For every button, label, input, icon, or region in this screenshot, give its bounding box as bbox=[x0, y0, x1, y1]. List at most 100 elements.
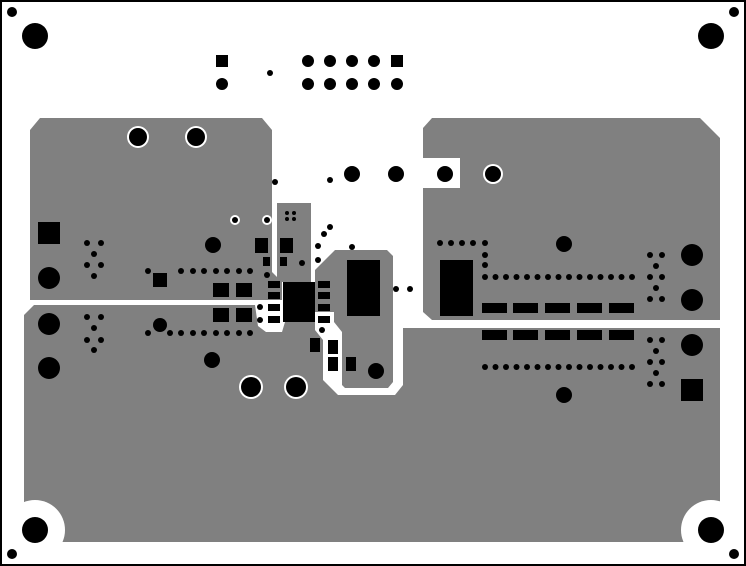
through-hole-pad bbox=[204, 352, 220, 368]
via bbox=[524, 274, 530, 280]
smd-pad bbox=[280, 238, 293, 253]
pour-top-left bbox=[30, 118, 282, 300]
via bbox=[213, 330, 219, 336]
via bbox=[659, 252, 665, 258]
through-hole-pad bbox=[437, 166, 453, 182]
via bbox=[576, 274, 583, 280]
via bbox=[587, 274, 593, 280]
through-hole-pad bbox=[388, 166, 404, 182]
smd-pad bbox=[513, 330, 538, 340]
via bbox=[524, 364, 530, 370]
through-hole-pad bbox=[187, 128, 205, 146]
via bbox=[659, 381, 665, 387]
via bbox=[393, 286, 399, 292]
via bbox=[299, 260, 305, 266]
via bbox=[167, 330, 173, 336]
smd-pad bbox=[328, 357, 338, 371]
via bbox=[264, 217, 270, 223]
via bbox=[98, 262, 104, 268]
smd-pad bbox=[545, 303, 570, 313]
smd-pad bbox=[513, 303, 538, 313]
ic-pin bbox=[318, 292, 330, 299]
ic-pin bbox=[268, 281, 280, 288]
through-hole-pad bbox=[368, 363, 384, 379]
through-hole-pad bbox=[241, 377, 261, 397]
via bbox=[98, 337, 104, 343]
smd-pad bbox=[545, 330, 570, 340]
via bbox=[98, 314, 104, 320]
via bbox=[178, 268, 184, 274]
connector-pad bbox=[38, 267, 60, 289]
header-pad bbox=[391, 78, 403, 90]
via bbox=[349, 244, 355, 250]
via bbox=[618, 274, 625, 280]
via bbox=[213, 268, 219, 274]
via bbox=[437, 240, 443, 246]
mounting-hole-icon bbox=[22, 23, 48, 49]
smd-pad bbox=[255, 238, 268, 253]
via bbox=[407, 286, 413, 292]
connector-pad bbox=[681, 289, 703, 311]
smd-pad bbox=[577, 330, 602, 340]
smd-pad bbox=[213, 308, 229, 322]
via bbox=[647, 252, 653, 258]
via bbox=[647, 337, 653, 343]
header-pad bbox=[216, 78, 228, 90]
header-pad bbox=[302, 78, 314, 90]
via bbox=[98, 240, 104, 246]
via bbox=[629, 364, 635, 370]
ic-pin bbox=[318, 304, 330, 311]
via bbox=[285, 217, 289, 221]
smd-pad bbox=[609, 330, 634, 340]
connector-pad-square bbox=[38, 222, 60, 244]
connector-pad bbox=[681, 334, 703, 356]
via bbox=[653, 285, 659, 291]
via bbox=[566, 364, 572, 370]
ic-pin bbox=[268, 316, 280, 323]
via bbox=[503, 274, 509, 280]
via bbox=[534, 274, 541, 280]
via bbox=[608, 364, 614, 370]
through-hole-pad bbox=[153, 318, 167, 332]
via bbox=[587, 364, 593, 370]
connector-pad bbox=[38, 357, 60, 379]
smd-pad bbox=[280, 257, 287, 266]
via bbox=[534, 364, 541, 370]
connector-pad-square bbox=[681, 379, 703, 401]
inductor-pad bbox=[440, 260, 473, 316]
via bbox=[597, 364, 604, 370]
via bbox=[545, 274, 551, 280]
via bbox=[145, 330, 151, 336]
smd-pad bbox=[263, 257, 270, 266]
smd-pad bbox=[346, 357, 356, 371]
smd-pad bbox=[482, 330, 507, 340]
fiducial-icon bbox=[729, 7, 739, 17]
smd-pad bbox=[482, 303, 507, 313]
via bbox=[659, 274, 665, 280]
smd-pad bbox=[236, 283, 252, 297]
header-pad bbox=[324, 55, 336, 67]
via bbox=[84, 240, 90, 246]
via bbox=[482, 252, 488, 258]
header-pad bbox=[324, 78, 336, 90]
pads bbox=[7, 7, 739, 559]
smd-pad bbox=[609, 303, 634, 313]
ic-pin bbox=[268, 292, 280, 299]
via bbox=[178, 330, 184, 336]
through-hole-pad bbox=[205, 237, 221, 253]
via bbox=[647, 274, 653, 280]
via bbox=[315, 243, 321, 249]
via bbox=[224, 330, 230, 336]
via bbox=[236, 268, 242, 274]
connector-pad bbox=[681, 244, 703, 266]
fiducial-icon bbox=[7, 7, 17, 17]
via bbox=[292, 217, 296, 221]
ic-pin bbox=[318, 281, 330, 288]
via bbox=[145, 268, 151, 274]
header-pad bbox=[302, 55, 314, 67]
smd-pad bbox=[236, 308, 252, 322]
via bbox=[272, 179, 278, 185]
via bbox=[236, 330, 242, 336]
via bbox=[503, 364, 509, 370]
via bbox=[285, 211, 289, 215]
